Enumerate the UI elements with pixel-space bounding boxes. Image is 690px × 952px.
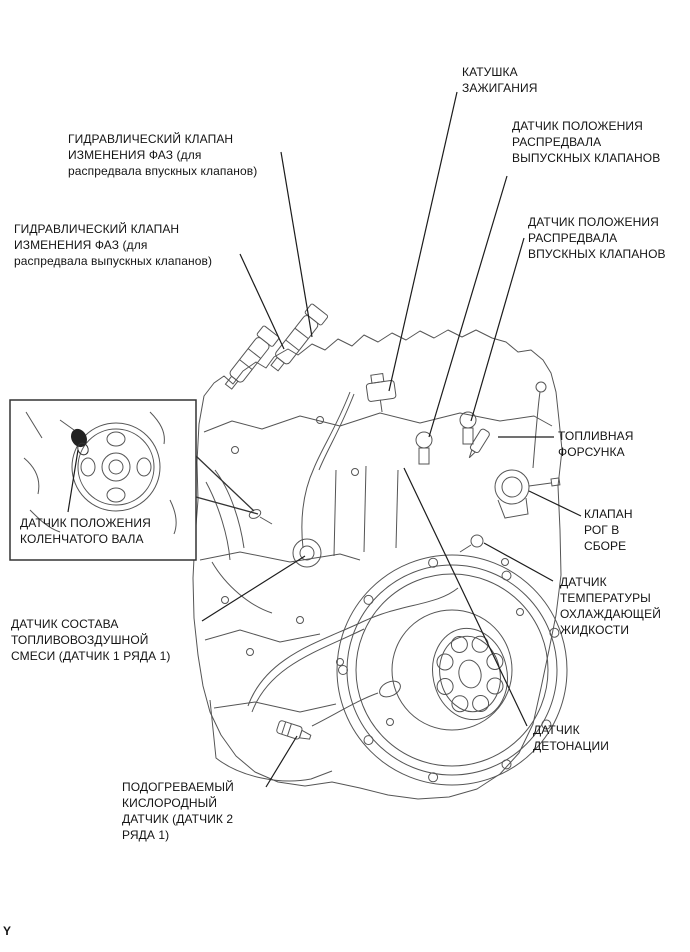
- label-knock-sensor: ДАТЧИК ДЕТОНАЦИИ: [533, 722, 609, 754]
- intake-cam-sensor-art: [459, 411, 477, 445]
- label-line: ДАТЧИК (ДАТЧИК 2: [122, 812, 234, 826]
- inset-pointer-line-bottom: [195, 496, 259, 515]
- label-heated-o2-sensor: ПОДОГРЕВАЕМЫЙ КИСЛОРОДНЫЙ ДАТЧИК (ДАТЧИК…: [122, 779, 234, 843]
- leader-exhaust-vvt-valve: [239, 253, 285, 350]
- label-line: ТОПЛИВОВОЗДУШНОЙ: [11, 633, 149, 647]
- label-exhaust-vvt-valve: ГИДРАВЛИЧЕСКИЙ КЛАПАН ИЗМЕНЕНИЯ ФАЗ (для…: [14, 221, 212, 269]
- label-crankshaft-position-sensor: ДАТЧИК ПОЛОЖЕНИЯ КОЛЕНЧАТОГО ВАЛА: [20, 515, 151, 547]
- label-egr-valve: КЛАПАН РОГ В СБОРЕ: [584, 506, 633, 554]
- exhaust-cam-sensor-art: [415, 431, 433, 465]
- inset-sensor-art: [71, 428, 89, 456]
- label-line: КАТУШКА: [462, 65, 518, 79]
- label-line: ПОДОГРЕВАЕМЫЙ: [122, 780, 234, 794]
- leader-afr-sensor: [201, 555, 306, 622]
- label-line: ФОРСУНКА: [558, 445, 625, 459]
- ignition-coil-art: [365, 373, 397, 413]
- label-line: РЯДА 1): [122, 828, 170, 842]
- label-line: ГИДРАВЛИЧЕСКИЙ КЛАПАН: [14, 222, 180, 236]
- page-corner-mark: Y: [3, 924, 12, 938]
- engine-block-drawing: [192, 329, 563, 800]
- engine-components-drawing: [224, 303, 561, 740]
- leader-coolant-temp-sensor: [483, 542, 554, 582]
- leader-ignition-coil: [388, 91, 458, 392]
- label-line: ВПУСКНЫХ КЛАПАНОВ: [528, 247, 666, 261]
- label-line: КОЛЕНЧАТОГО ВАЛА: [20, 532, 144, 546]
- label-line: СМЕСИ (ДАТЧИК 1 РЯДА 1): [11, 649, 171, 663]
- leader-knock-sensor: [403, 467, 528, 727]
- inset-pulley-drawing: [23, 411, 177, 535]
- label-line: ИЗМЕНЕНИЯ ФАЗ (для: [68, 148, 202, 162]
- label-line: СБОРЕ: [584, 539, 627, 553]
- label-line: ДЕТОНАЦИИ: [533, 739, 609, 753]
- fuel-injector-art: [468, 428, 490, 459]
- label-line: ИЗМЕНЕНИЯ ФАЗ (для: [14, 238, 148, 252]
- label-intake-cam-sensor: ДАТЧИК ПОЛОЖЕНИЯ РАСПРЕДВАЛА ВПУСКНЫХ КЛ…: [528, 214, 666, 262]
- label-line: ДАТЧИК СОСТАВА: [11, 617, 119, 631]
- afr-sensor-art: [292, 538, 322, 568]
- label-ignition-coil: КАТУШКА ЗАЖИГАНИЯ: [462, 64, 538, 96]
- label-afr-sensor: ДАТЧИК СОСТАВА ТОПЛИВОВОЗДУШНОЙ СМЕСИ (Д…: [11, 616, 170, 664]
- label-line: ОХЛАЖДАЮЩЕЙ: [560, 607, 661, 621]
- intake-vvt-solenoid-art: [270, 303, 329, 372]
- leader-exhaust-cam-sensor: [428, 175, 508, 438]
- label-line: ТЕМПЕРАТУРЫ: [560, 591, 651, 605]
- label-line: КИСЛОРОДНЫЙ: [122, 796, 218, 810]
- leader-o2-sensor: [265, 735, 298, 788]
- label-line: ЖИДКОСТИ: [560, 623, 630, 637]
- label-line: ЗАЖИГАНИЯ: [462, 81, 538, 95]
- label-line: РАСПРЕДВАЛА: [512, 135, 602, 149]
- label-line: распредвала впускных клапанов): [68, 164, 258, 178]
- label-line: ТОПЛИВНАЯ: [558, 429, 634, 443]
- label-intake-vvt-valve: ГИДРАВЛИЧЕСКИЙ КЛАПАН ИЗМЕНЕНИЯ ФАЗ (для…: [68, 131, 257, 179]
- label-line: ГИДРАВЛИЧЕСКИЙ КЛАПАН: [68, 132, 234, 146]
- label-line: ДАТЧИК: [533, 723, 580, 737]
- label-line: ДАТЧИК: [560, 575, 607, 589]
- coolant-temp-sensor-art: [459, 534, 484, 553]
- exhaust-vvt-solenoid-art: [224, 325, 280, 390]
- leader-crank-sensor-inset: [67, 449, 79, 513]
- label-coolant-temp-sensor: ДАТЧИК ТЕМПЕРАТУРЫ ОХЛАЖДАЮЩЕЙ ЖИДКОСТИ: [560, 574, 661, 638]
- leader-lines: [201, 91, 582, 788]
- label-line: ДАТЧИК ПОЛОЖЕНИЯ: [528, 215, 659, 229]
- leader-egr-valve: [528, 490, 582, 517]
- label-exhaust-cam-sensor: ДАТЧИК ПОЛОЖЕНИЯ РАСПРЕДВАЛА ВЫПУСКНЫХ К…: [512, 118, 660, 166]
- label-line: ДАТЧИК ПОЛОЖЕНИЯ: [512, 119, 643, 133]
- label-line: РАСПРЕДВАЛА: [528, 231, 618, 245]
- label-line: распредвала выпускных клапанов): [14, 254, 213, 268]
- o2-sensor-art: [276, 680, 401, 740]
- inset-border: [9, 399, 197, 561]
- label-line: ДАТЧИК ПОЛОЖЕНИЯ: [20, 516, 151, 530]
- label-line: ВЫПУСКНЫХ КЛАПАНОВ: [512, 151, 661, 165]
- inset-pointer-line-top: [195, 455, 255, 512]
- crank-sensor-inset-box: [9, 399, 259, 561]
- crank-sensor-on-block-art: [248, 509, 273, 525]
- leader-intake-vvt-valve: [280, 151, 313, 338]
- egr-valve-art: [494, 469, 561, 519]
- label-fuel-injector: ТОПЛИВНАЯ ФОРСУНКА: [558, 428, 634, 460]
- label-line: РОГ В: [584, 523, 620, 537]
- leader-intake-cam-sensor: [470, 237, 525, 422]
- label-line: КЛАПАН: [584, 507, 633, 521]
